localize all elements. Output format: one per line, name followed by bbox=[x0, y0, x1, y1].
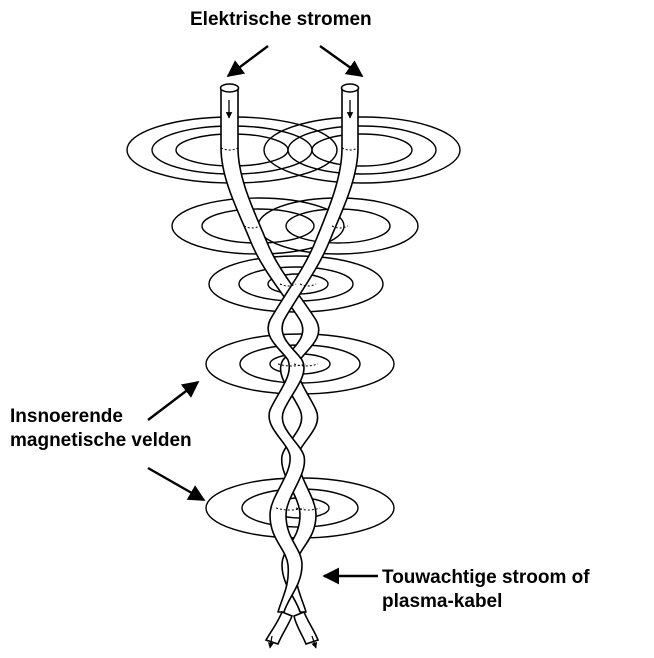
left-conductor-cap bbox=[219, 83, 240, 93]
annotation-arrows bbox=[147, 45, 378, 585]
plasma-cable-label: Touwachtige stroom of plasma-kabel bbox=[382, 566, 590, 614]
field-rings-level-2 bbox=[171, 197, 419, 255]
field-rings-level-1 bbox=[126, 116, 461, 184]
bottom-outlets bbox=[264, 610, 320, 645]
magnetic-field-rings bbox=[126, 116, 461, 539]
currents-label-text: Elektrische stromen bbox=[190, 9, 372, 30]
currents-label: Elektrische stromen bbox=[190, 8, 372, 32]
fields-label-line-1: Insnoerende bbox=[10, 406, 123, 427]
strand-ring-crossings bbox=[220, 147, 359, 511]
outlet-arrows bbox=[267, 635, 318, 649]
fields-label-line-2: magnetische velden bbox=[10, 430, 192, 451]
magnetic-fields-label: Insnoerende magnetische velden bbox=[10, 405, 192, 453]
flow-direction-arrows bbox=[225, 100, 354, 119]
conductor-caps bbox=[219, 83, 360, 93]
arrow-to-upper-field bbox=[147, 380, 200, 421]
right-conductor-cap bbox=[340, 83, 360, 93]
arrow-to-right-current bbox=[319, 45, 364, 77]
cable-label-line-2: plasma-kabel bbox=[382, 591, 503, 612]
arrow-to-left-current bbox=[226, 45, 269, 78]
left-strand bbox=[220, 87, 320, 613]
arrow-to-lower-field bbox=[147, 466, 206, 502]
cable-label-line-1: Touwachtige stroom of bbox=[382, 567, 590, 588]
current-strands bbox=[220, 87, 359, 613]
right-strand bbox=[267, 87, 359, 613]
